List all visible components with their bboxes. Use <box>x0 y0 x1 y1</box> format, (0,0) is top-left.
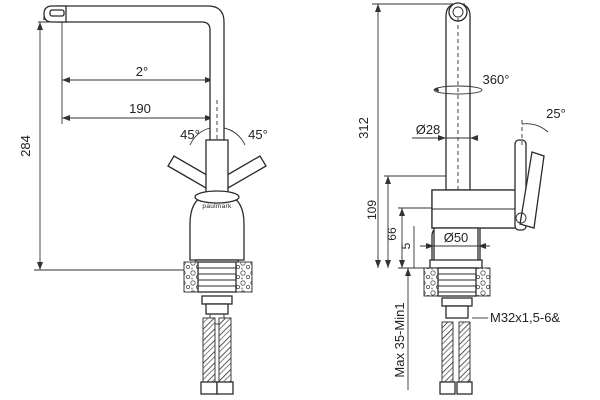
side-view: 312 109 66 5 <box>356 2 566 395</box>
rotation-dimension: 360° <box>433 72 510 95</box>
spout-diameter-label: Ø28 <box>416 122 441 137</box>
front-hoses <box>200 317 234 395</box>
lever-angle-dimensions: 45° 45° <box>180 127 268 146</box>
reach-angle-label: 2° <box>136 64 148 79</box>
front-spout <box>43 5 225 141</box>
lever-left-angle-label: 45° <box>180 127 200 142</box>
reach-dimension: 190 <box>62 101 213 121</box>
base-offset-label: 5 <box>399 242 413 249</box>
base-diameter-label: Ø50 <box>444 230 469 245</box>
base-diameter-dimension: Ø50 <box>420 230 490 249</box>
reach-label: 190 <box>129 101 151 116</box>
height-dimension-side: 312 <box>356 3 465 268</box>
body-height-label: 109 <box>365 200 379 220</box>
counter-thickness-dimension: Max 35-Min1 <box>392 267 440 390</box>
spout-diameter-dimension: Ø28 <box>412 122 478 141</box>
front-body: paulmark <box>189 139 245 269</box>
lever-tilt-dimension: 25° <box>521 106 566 145</box>
rotation-label: 360° <box>483 72 510 87</box>
front-countertop <box>183 261 253 293</box>
brand-logo: paulmark <box>202 203 232 210</box>
side-fixing: M32x1,5-6& <box>441 297 560 325</box>
thread-label: M32x1,5-6& <box>490 310 560 325</box>
side-body <box>429 189 523 269</box>
side-hoses <box>439 321 473 395</box>
height-label-front: 284 <box>18 135 33 157</box>
height-dimension-front: 284 <box>18 21 200 271</box>
lever-right-angle-label: 45° <box>248 127 268 142</box>
height-label-side: 312 <box>356 117 371 139</box>
front-view: 284 2° 190 45° 45 <box>18 5 268 395</box>
base-height-label: 66 <box>385 227 399 241</box>
base-height-dimension: 66 <box>385 207 432 268</box>
reach-angle-dimension: 2° <box>61 20 213 124</box>
base-offset-dimension: 5 <box>399 226 415 268</box>
side-countertop <box>423 267 491 297</box>
side-lever <box>514 139 545 231</box>
lever-tilt-label: 25° <box>546 106 566 121</box>
counter-thickness-label: Max 35-Min1 <box>392 302 407 377</box>
